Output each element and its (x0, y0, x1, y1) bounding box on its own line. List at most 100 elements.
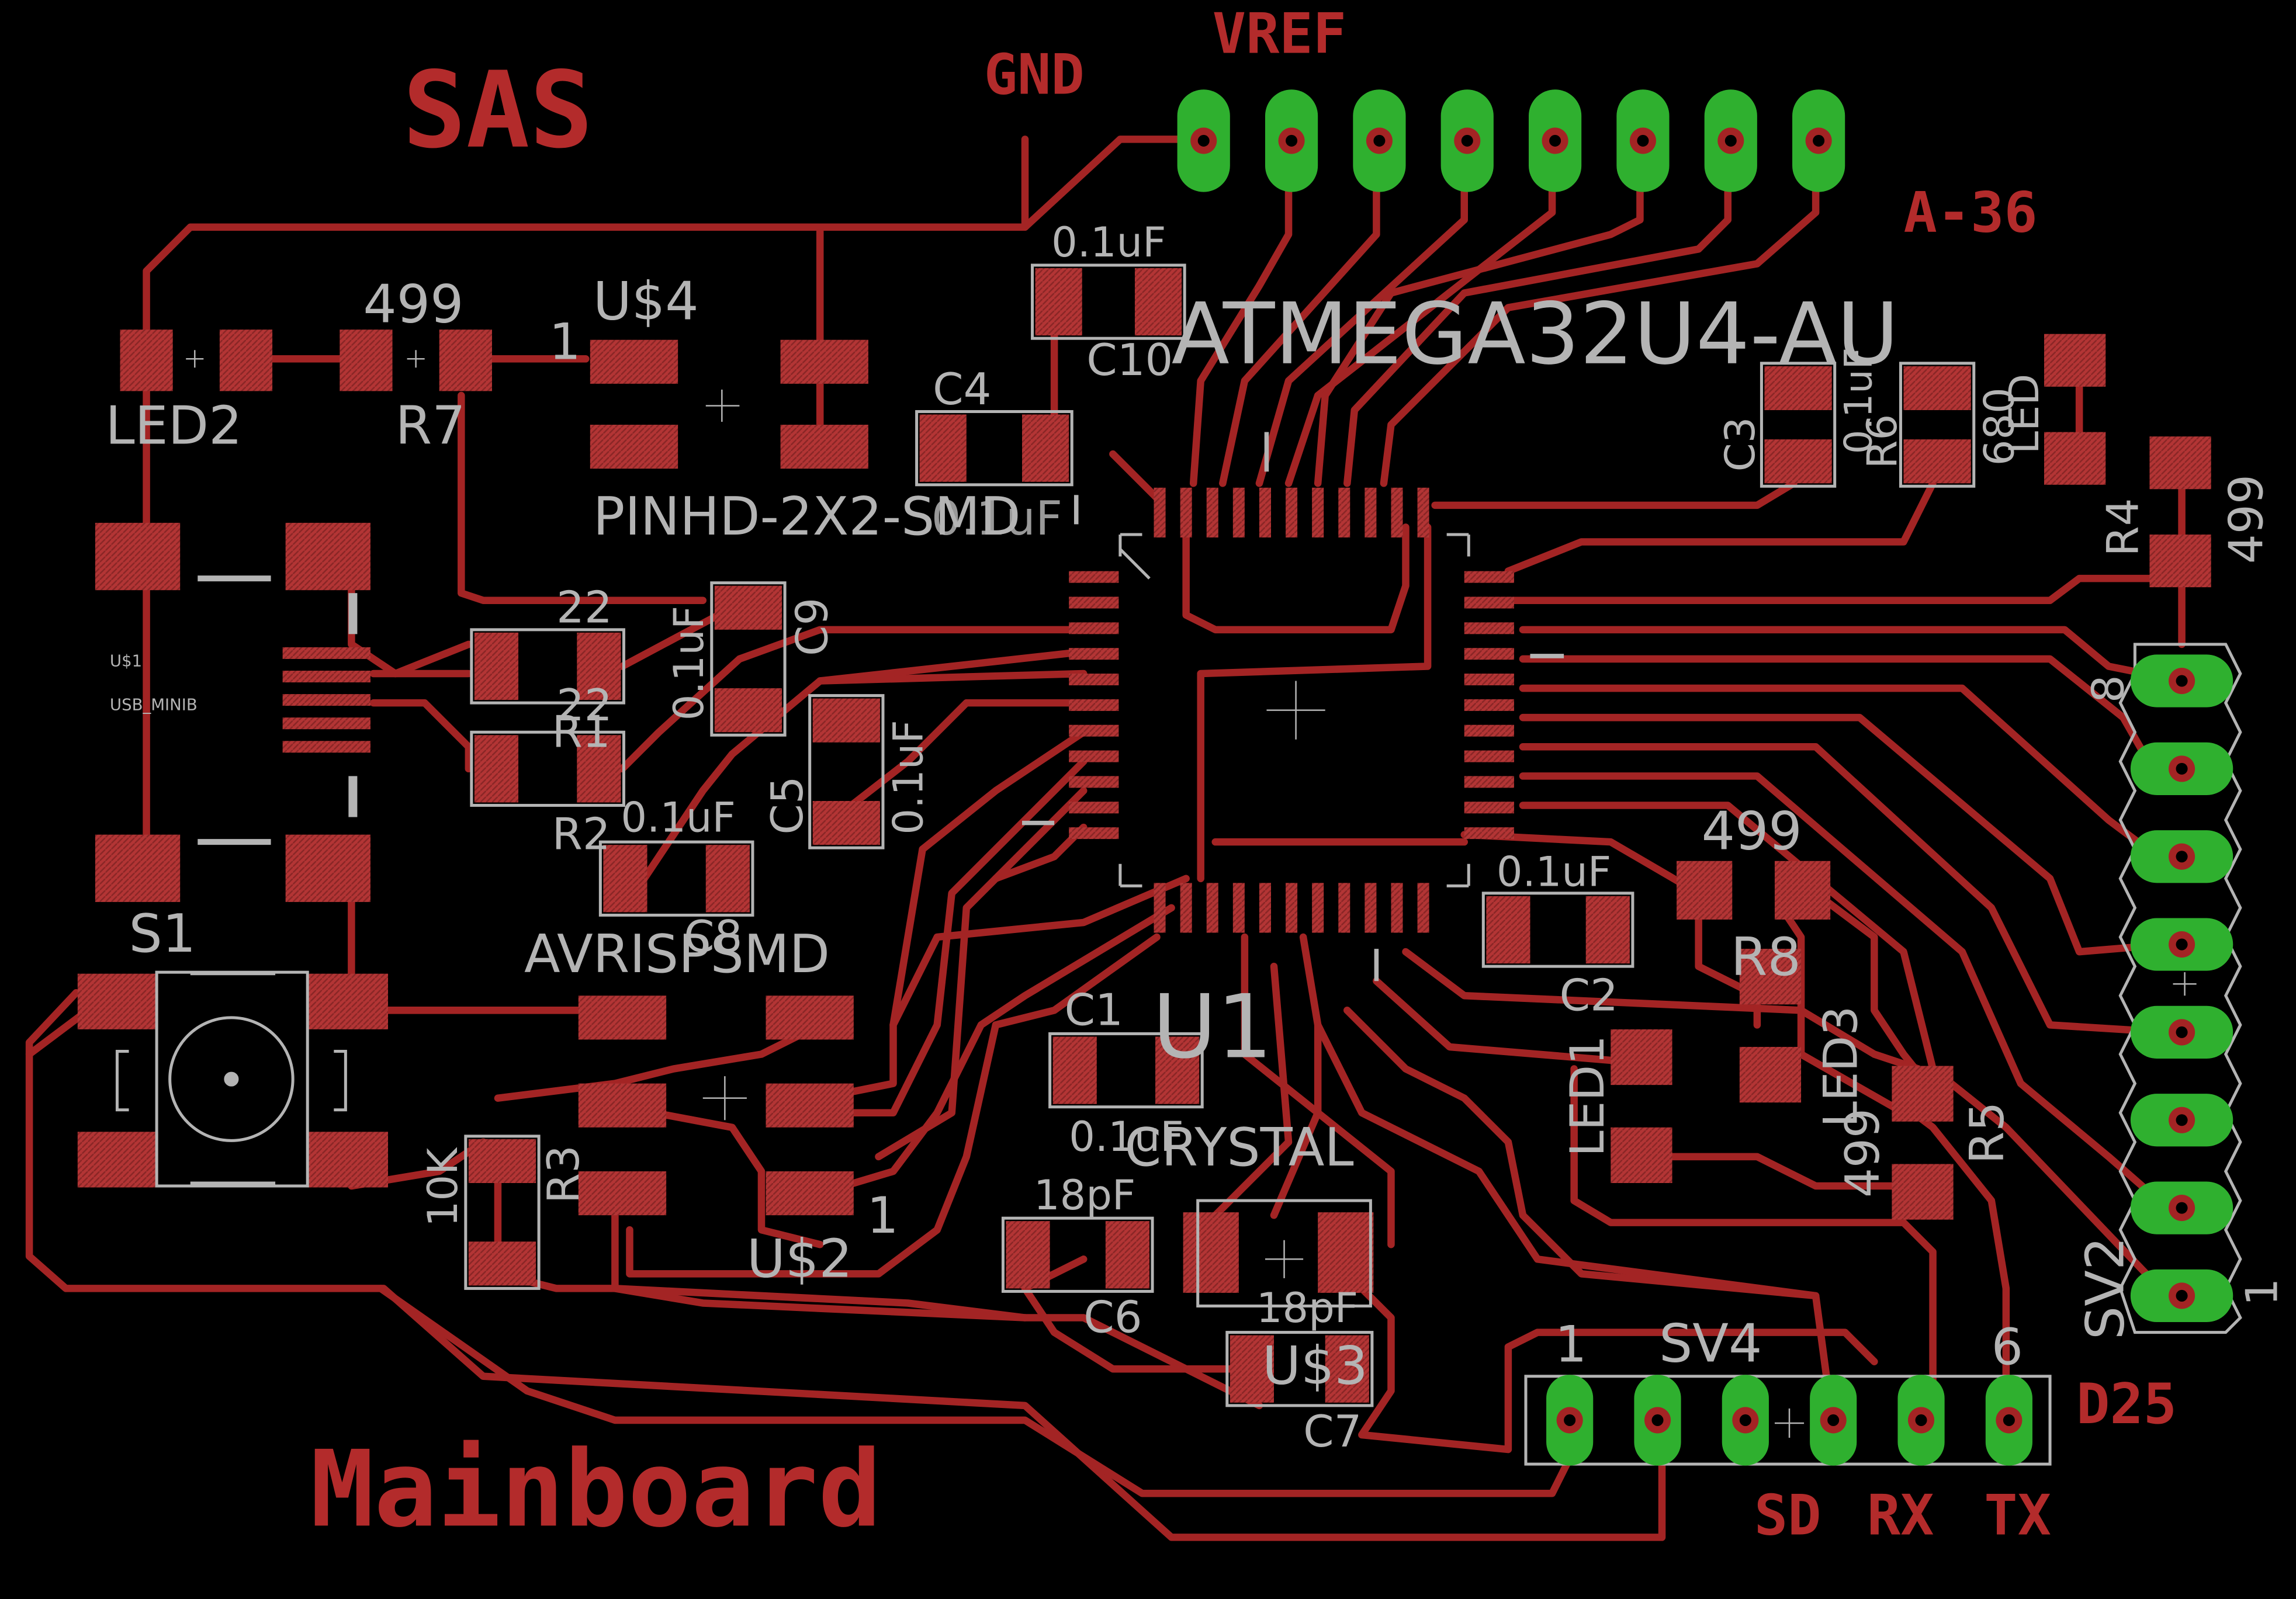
through-hole-pad (2130, 654, 2233, 707)
r3-label: R3 (538, 1145, 589, 1203)
us2-label: U$2 (747, 1228, 853, 1289)
c7-label: C7 (1303, 1406, 1362, 1457)
through-hole-pad (2130, 1005, 2233, 1059)
sv2-pin8: 8 (2082, 675, 2134, 703)
through-hole-pad (1528, 89, 1582, 192)
c4-label: C4 (933, 363, 991, 415)
us3-label: U$3 (1262, 1335, 1368, 1396)
r5-label: R5 (1960, 1102, 2014, 1164)
title-sas: SAS (403, 49, 593, 172)
mcu-pad (1154, 487, 1166, 537)
label-tx: TX (1984, 1483, 2051, 1548)
mcu-pad (1154, 883, 1166, 933)
mcu-pad (1464, 802, 1514, 814)
through-hole-pad (2130, 918, 2233, 971)
mcu-pad (1069, 750, 1119, 762)
mcu-pad (1464, 571, 1514, 583)
mcu-pad (1312, 487, 1324, 537)
through-hole-pad (2130, 1094, 2233, 1147)
us2-pin: 1 (867, 1187, 898, 1245)
mcu-pad (1365, 487, 1377, 537)
c8-value: 0.1uF (621, 794, 735, 842)
mcu-pad (1365, 883, 1377, 933)
c9-value: 0.1uF (665, 606, 713, 720)
c2-label: C2 (1560, 969, 1618, 1021)
crystal-label: CRYSTAL (1124, 1117, 1353, 1178)
through-hole-pad (1792, 89, 1845, 192)
sv4-pin1: 1 (1555, 1316, 1587, 1374)
mcu-pad (1069, 596, 1119, 609)
c10-value: 0.1uF (1051, 218, 1166, 266)
through-hole-pad (2130, 1269, 2233, 1323)
led1-label: LED1 (1560, 1035, 1615, 1157)
through-hole-pad (1177, 89, 1230, 192)
mcu-pad (1069, 674, 1119, 686)
mcu-pad (1206, 883, 1218, 933)
sv2-label: SV2 (2075, 1237, 2136, 1340)
r2-label: R2 (552, 809, 611, 860)
mcu-pad (1464, 827, 1514, 840)
us4-label: U$4 (593, 271, 699, 332)
mcu-pad (1286, 487, 1298, 537)
c5-label: C5 (761, 776, 813, 834)
mcu-label: ATMEGA32U4-AU (1172, 285, 1899, 384)
mcu-pad (1259, 487, 1271, 537)
label-a36: A-36 (1903, 181, 2037, 245)
r1-label: R1 (552, 706, 611, 757)
mcu-pad (1069, 571, 1119, 583)
copper-traces (25, 136, 2186, 1541)
r6-label: R6 (1858, 414, 1906, 469)
c6-value: 18pF (1034, 1171, 1135, 1219)
led-label: LED (2000, 374, 2048, 454)
through-hole-pad (2130, 1181, 2233, 1234)
through-hole-pad (1897, 1375, 1945, 1466)
smd-pads (77, 268, 2211, 1403)
through-hole-pad (1985, 1375, 2032, 1466)
through-hole-pad (1440, 89, 1494, 192)
c2-value: 0.1uF (1497, 848, 1611, 896)
through-hole-pad (1265, 89, 1318, 192)
through-hole-pads (1177, 89, 2233, 1466)
r4-label: R4 (2097, 498, 2148, 557)
c10-label: C10 (1086, 334, 1173, 386)
mcu-pad (1069, 776, 1119, 788)
mcu-pad (1069, 724, 1119, 737)
sv4-label: SV4 (1659, 1313, 1762, 1375)
c9-label: C9 (787, 598, 838, 656)
mcu-pad (1312, 883, 1324, 933)
through-hole-pad (2130, 742, 2233, 795)
mcu-pad (1464, 750, 1514, 762)
sv2-pin1: 1 (2236, 1278, 2287, 1306)
label-d25: D25 (2076, 1372, 2177, 1437)
c8-label: C8 (684, 911, 742, 962)
mcu-pad (1464, 674, 1514, 686)
silkscreen-outlines (115, 263, 2242, 1466)
label-vref: VREF (1213, 2, 1346, 67)
c7-value: 18pF (1256, 1284, 1358, 1332)
r4-value: 499 (2219, 474, 2273, 564)
mcu-pad (1464, 596, 1514, 609)
mcu-pad (1391, 487, 1403, 537)
mcu-pad (1069, 827, 1119, 840)
through-hole-pad (1616, 89, 1670, 192)
mcu-pads (1069, 487, 1514, 933)
c1-value: 0.1uF (1069, 1113, 1183, 1161)
r3-value: 10K (419, 1147, 467, 1227)
us4-pin: 1 (549, 313, 581, 371)
mcu-pad (1069, 699, 1119, 711)
mcu-pad (1180, 883, 1192, 933)
led2-label: LED2 (105, 396, 242, 457)
led3-label: LED3 (1813, 1006, 1868, 1128)
s1-label: S1 (129, 903, 196, 965)
mcu-pad (1180, 487, 1192, 537)
r6-value: 680 (1975, 387, 2023, 466)
r1-value: 22 (556, 581, 612, 633)
subtitle-mainboard: Mainboard (310, 1428, 882, 1551)
u1-label: U1 (1152, 976, 1273, 1078)
r2-value: 22 (556, 679, 612, 731)
r7-value: 499 (363, 274, 463, 335)
usb-label: USB_MINIB (110, 696, 198, 714)
label-gnd: GND (984, 43, 1085, 107)
mcu-pad (1069, 648, 1119, 660)
